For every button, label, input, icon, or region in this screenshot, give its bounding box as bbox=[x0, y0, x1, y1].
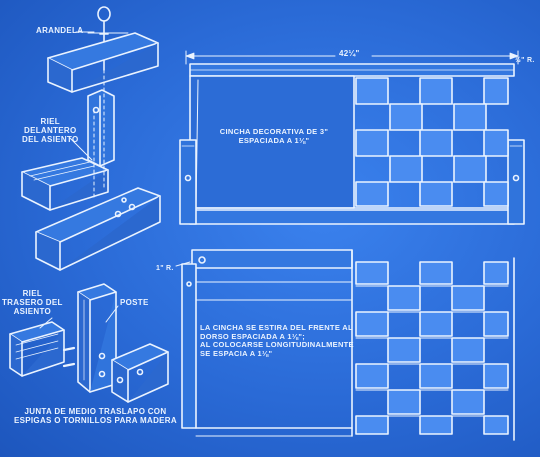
front-seat-rail-piece bbox=[21, 157, 109, 211]
label-riel-trasero-line: ASIENTO bbox=[13, 307, 52, 317]
label-cincha-decorativa: CINCHA DECORATIVA DE 3" ESPACIADA A 1⅛" bbox=[214, 127, 334, 145]
label-cincha-decorativa-line: CINCHA DECORATIVA DE 3" bbox=[219, 127, 329, 136]
label-cincha-estira-line: SE ESPACIA A 1⅛" bbox=[200, 348, 273, 358]
bottom-frame bbox=[181, 249, 515, 441]
label-cincha-estira: LA CINCHA SE ESTIRA DEL FRENTE AL DORSO … bbox=[200, 323, 354, 359]
dimension-width: 42¼" bbox=[339, 49, 360, 58]
lap-rail-end bbox=[111, 343, 169, 403]
label-cincha-estira-line: LA CINCHA SE ESTIRA DEL FRENTE AL bbox=[200, 323, 353, 332]
label-riel-delantero-line: DEL ASIENTO bbox=[22, 135, 79, 145]
top-webbing bbox=[355, 77, 509, 207]
label-junta: JUNTA DE MEDIO TRASLAPO CON ESPIGAS O TO… bbox=[14, 407, 177, 425]
label-riel-delantero: RIEL DELANTERO DEL ASIENTO bbox=[22, 117, 79, 145]
side-rail-piece bbox=[35, 187, 161, 271]
label-riel-delantero-line: RIEL bbox=[40, 117, 60, 126]
label-riel-trasero-line: RIEL bbox=[22, 289, 43, 298]
top-rail-piece bbox=[47, 32, 159, 93]
rear-rail-block bbox=[9, 321, 76, 377]
dimension-one-radius: 1" R. bbox=[156, 265, 174, 272]
label-riel-delantero-line: DELANTERO bbox=[24, 126, 77, 136]
label-riel-trasero: RIEL TRASERO DEL ASIENTO bbox=[2, 289, 63, 317]
dashed-alignment bbox=[93, 69, 105, 201]
top-frame bbox=[179, 50, 525, 225]
label-riel-trasero-line: TRASERO DEL bbox=[2, 298, 63, 308]
label-cincha-estira-line: AL COLOCARSE LONGITUDINALMENTE bbox=[200, 340, 354, 350]
dimension-half-radius: ½" R. bbox=[515, 57, 535, 64]
lap-post bbox=[77, 283, 117, 393]
label-arandela: ARANDELA bbox=[36, 26, 84, 35]
label-cincha-decorativa-line: ESPACIADA A 1⅛" bbox=[238, 135, 310, 145]
label-junta-line: ESPIGAS O TORNILLOS PARA MADERA bbox=[14, 416, 177, 426]
vertical-post-piece bbox=[87, 89, 115, 167]
bottom-webbing bbox=[355, 261, 509, 435]
label-poste: POSTE bbox=[120, 298, 149, 307]
label-junta-line: JUNTA DE MEDIO TRASLAPO CON bbox=[24, 407, 167, 416]
label-cincha-estira-line: DORSO ESPACIADA A 1⅛"; bbox=[200, 331, 306, 341]
